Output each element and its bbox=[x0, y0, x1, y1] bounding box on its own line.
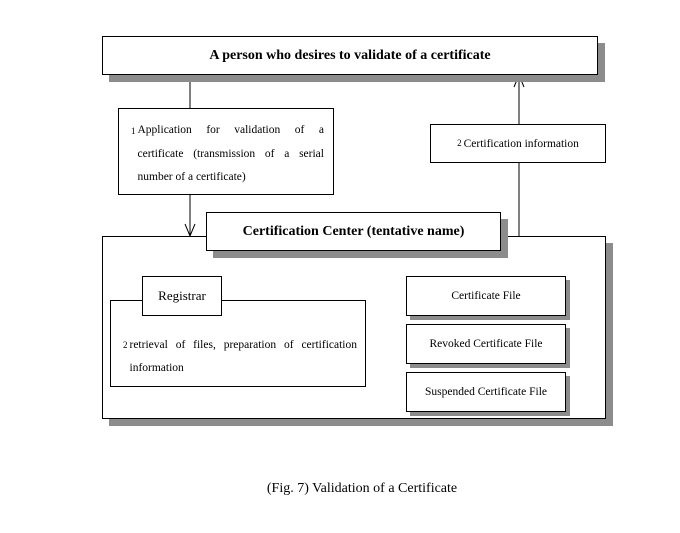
application-note: 1 Application for validation of a certif… bbox=[118, 108, 334, 195]
certificate-file-box: Certificate File bbox=[406, 276, 566, 316]
revoked-certificate-file-label: Revoked Certificate File bbox=[429, 338, 543, 350]
application-note-text: Application for validation of a certific… bbox=[137, 124, 325, 183]
registrar-step-number: 2 bbox=[123, 340, 128, 350]
registrar-label: Registrar bbox=[158, 288, 206, 303]
revoked-certificate-file-box: Revoked Certificate File bbox=[406, 324, 566, 364]
figure-caption: (Fig. 7) Validation of a Certificate bbox=[266, 481, 458, 496]
suspended-certificate-file-box: Suspended Certificate File bbox=[406, 372, 566, 412]
application-step-number: 1 bbox=[131, 126, 136, 136]
registrar-label-box: Registrar bbox=[142, 276, 222, 316]
certificate-file-label: Certificate File bbox=[451, 290, 521, 302]
person-box: A person who desires to validate of a ce… bbox=[102, 36, 598, 75]
certification-center-title: Certification Center (tentative name) bbox=[242, 223, 465, 239]
person-box-title: A person who desires to validate of a ce… bbox=[209, 47, 491, 63]
registrar-process-text: retrieval of files, preparation of certi… bbox=[129, 339, 358, 374]
certification-info-text: Certification information bbox=[463, 137, 579, 150]
response-arrow-head bbox=[513, 73, 525, 88]
certification-step-number: 2 bbox=[457, 137, 462, 148]
certification-center-title-box: Certification Center (tentative name) bbox=[206, 212, 501, 251]
suspended-certificate-file-label: Suspended Certificate File bbox=[425, 386, 547, 398]
